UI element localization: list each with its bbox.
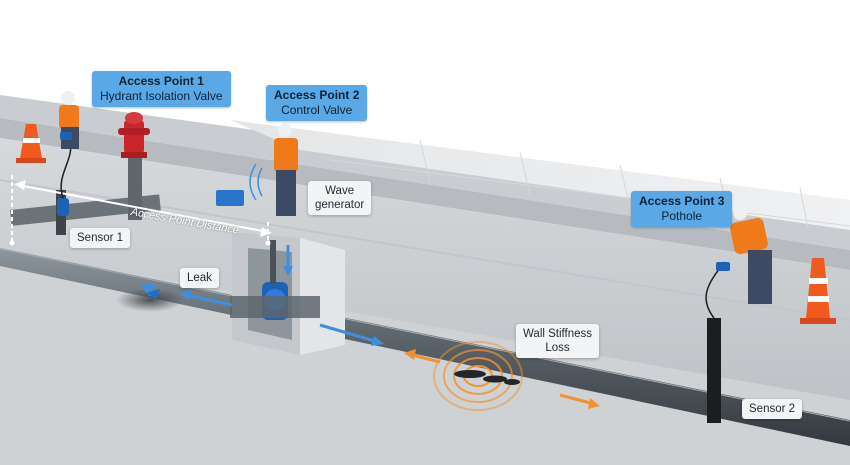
access-point-1-subtitle: Hydrant Isolation Valve xyxy=(100,89,223,103)
access-point-3-subtitle: Pothole xyxy=(661,209,703,223)
wave-generator-label-line2: generator xyxy=(315,199,365,211)
acoustic-wave-arrows xyxy=(180,245,384,346)
wall-stiffness-label-line2: Loss xyxy=(545,342,570,354)
access-point-1-callout: Access Point 1 Hydrant Isolation Valve xyxy=(92,71,231,107)
valve-icon xyxy=(230,240,320,320)
sensor-1-label: Sensor 1 xyxy=(70,228,131,248)
reflection-arrows xyxy=(404,349,600,409)
wall-stiffness-rings xyxy=(433,341,523,411)
traffic-cone-icon xyxy=(800,258,836,324)
leak-area xyxy=(116,283,184,312)
wall-stiffness-loss-label: Wall Stiffness Loss xyxy=(516,324,600,358)
wall-stiffness-label-line1: Wall Stiffness xyxy=(523,328,593,340)
leak-spray-icon xyxy=(140,283,160,299)
wave-generator-box xyxy=(216,190,244,206)
access-point-1-title: Access Point 1 xyxy=(118,74,204,88)
sensor-2-label: Sensor 2 xyxy=(742,399,803,419)
worker-icon xyxy=(716,206,772,304)
fire-hydrant-icon xyxy=(118,112,150,158)
traffic-cone-icon xyxy=(16,124,46,163)
sensor-device-icon xyxy=(716,262,730,271)
access-point-2-title: Access Point 2 xyxy=(274,88,360,102)
worker-icon xyxy=(216,123,298,216)
wave-generator-label-line1: Wave xyxy=(325,185,355,197)
access-point-2-subtitle: Control Valve xyxy=(281,103,353,117)
pipe-corrosion-mark xyxy=(454,370,520,385)
leak-label: Leak xyxy=(180,268,219,288)
worker-icon xyxy=(59,91,79,149)
access-point-2-callout: Access Point 2 Control Valve xyxy=(266,85,368,121)
access-point-3-callout: Access Point 3 Pothole xyxy=(631,191,733,227)
access-point-3-title: Access Point 3 xyxy=(639,194,725,208)
sensor-device-icon xyxy=(60,132,72,140)
access-point-distance-line xyxy=(9,175,272,246)
wave-generator-label: Wave generator xyxy=(308,181,372,215)
